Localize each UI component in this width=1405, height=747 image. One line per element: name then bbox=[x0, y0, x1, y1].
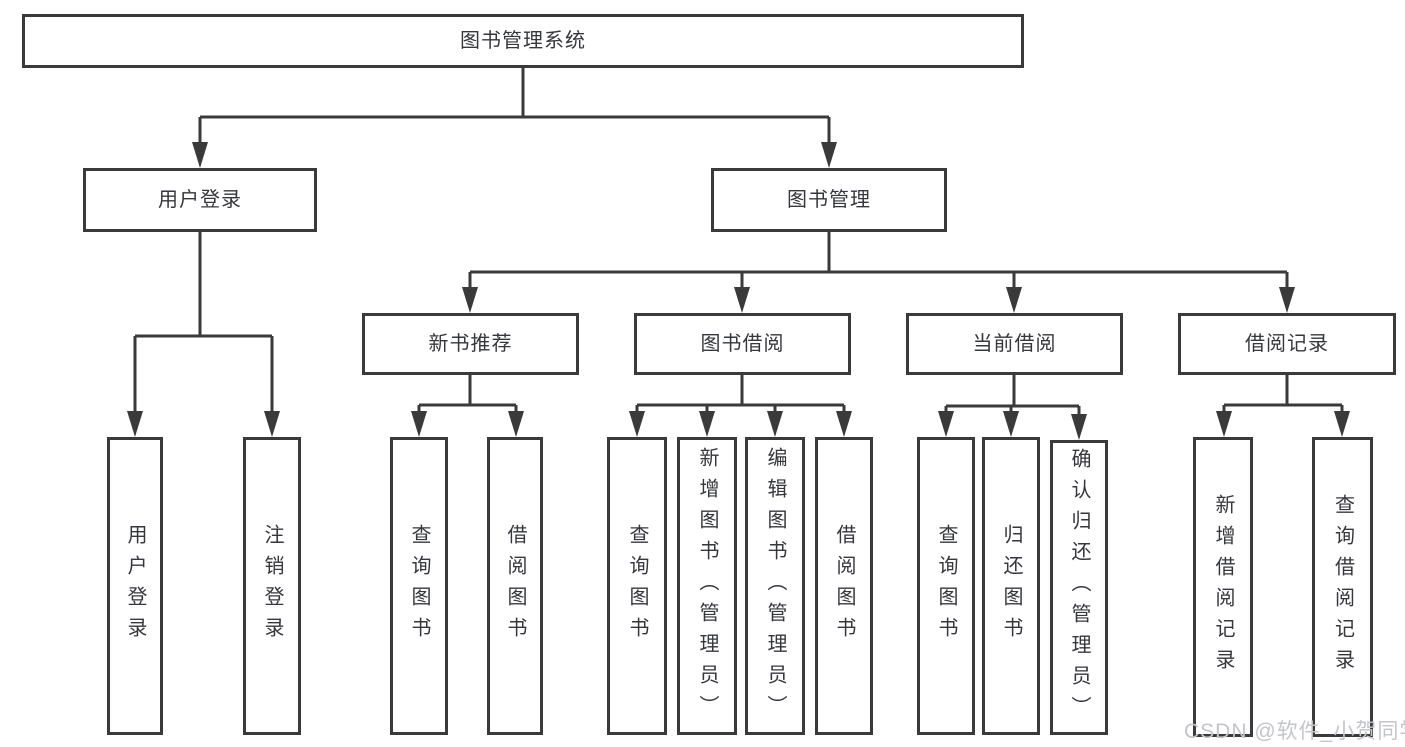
node-new-book-recommend-label: 新书推荐 bbox=[428, 333, 513, 355]
leaf-add-book-admin: 新增图书（管理员） bbox=[677, 437, 737, 735]
node-current-borrowing: 当前借阅 bbox=[906, 313, 1123, 375]
leaf-query-borrow-record-label: 查询借阅记录 bbox=[1331, 494, 1354, 680]
leaf-borrow-books-recommend: 借阅图书 bbox=[487, 437, 543, 735]
node-root-system-label: 图书管理系统 bbox=[460, 30, 586, 52]
leaf-logout: 注销登录 bbox=[243, 437, 301, 735]
node-borrowing-records-label: 借阅记录 bbox=[1245, 333, 1329, 355]
leaf-query-books-current-label: 查询图书 bbox=[935, 524, 957, 648]
leaf-edit-book-admin: 编辑图书（管理员） bbox=[745, 437, 805, 735]
node-current-borrowing-label: 当前借阅 bbox=[972, 333, 1057, 355]
leaf-query-books-borrowing: 查询图书 bbox=[607, 437, 667, 735]
leaf-user-login-label: 用户登录 bbox=[124, 524, 146, 648]
leaf-borrow-books-borrowing: 借阅图书 bbox=[815, 437, 873, 735]
leaf-add-borrow-record-label: 新增借阅记录 bbox=[1212, 494, 1234, 680]
leaf-confirm-return-admin-label: 确认归还（管理员） bbox=[1068, 448, 1090, 727]
node-new-book-recommend: 新书推荐 bbox=[362, 313, 579, 375]
leaf-return-book-label: 归还图书 bbox=[1000, 524, 1022, 648]
leaf-add-book-admin-label: 新增图书（管理员） bbox=[696, 446, 718, 726]
leaf-borrow-books-borrowing-label: 借阅图书 bbox=[833, 524, 855, 648]
leaf-query-books-current: 查询图书 bbox=[917, 437, 975, 735]
node-root-system: 图书管理系统 bbox=[22, 14, 1024, 68]
leaf-query-books-borrowing-label: 查询图书 bbox=[626, 524, 648, 648]
leaf-query-borrow-record: 查询借阅记录 bbox=[1312, 437, 1373, 737]
csdn-watermark: CSDN @软件_小贺同学 bbox=[1184, 720, 1405, 743]
node-book-management-label: 图书管理 bbox=[787, 189, 871, 211]
leaf-confirm-return-admin: 确认归还（管理员） bbox=[1050, 440, 1108, 735]
node-user-login-label: 用户登录 bbox=[158, 189, 242, 211]
leaf-query-books-recommend-label: 查询图书 bbox=[408, 524, 430, 648]
leaf-logout-label: 注销登录 bbox=[261, 524, 283, 648]
node-user-login: 用户登录 bbox=[83, 168, 317, 232]
leaf-user-login: 用户登录 bbox=[107, 437, 163, 735]
node-book-management: 图书管理 bbox=[711, 168, 947, 232]
node-book-borrowing: 图书借阅 bbox=[634, 313, 851, 375]
leaf-edit-book-admin-label: 编辑图书（管理员） bbox=[764, 446, 786, 726]
node-borrowing-records: 借阅记录 bbox=[1178, 313, 1396, 375]
leaf-return-book: 归还图书 bbox=[982, 437, 1040, 735]
leaf-add-borrow-record: 新增借阅记录 bbox=[1193, 437, 1253, 737]
leaf-query-books-recommend: 查询图书 bbox=[390, 437, 448, 735]
leaf-borrow-books-recommend-label: 借阅图书 bbox=[504, 524, 526, 648]
node-book-borrowing-label: 图书借阅 bbox=[700, 333, 785, 355]
